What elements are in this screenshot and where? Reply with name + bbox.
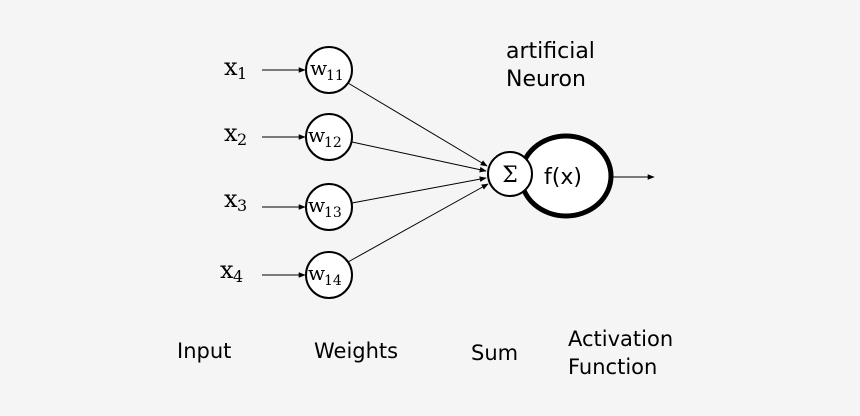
weight-w14-sub: 14 bbox=[324, 273, 342, 289]
weight-w12-sub: 12 bbox=[324, 135, 342, 151]
input-x2-sub: 2 bbox=[237, 130, 247, 149]
connection-w13-sum bbox=[351, 176, 487, 204]
weight-w11-base: w bbox=[310, 56, 327, 80]
sum-symbol: Σ bbox=[502, 163, 518, 188]
weight-node-w11: w 11 bbox=[305, 46, 353, 94]
weight-node-w13-circle bbox=[305, 183, 353, 231]
weight-node-w14-circle bbox=[305, 251, 353, 299]
label-activation-line-2: Function bbox=[568, 355, 657, 379]
sum-node bbox=[487, 151, 533, 197]
connection-w11-sum bbox=[347, 82, 488, 167]
weight-node-w12: w 12 bbox=[305, 113, 353, 161]
weight-w13-sub: 13 bbox=[324, 205, 342, 221]
input-x3-base: x bbox=[224, 185, 238, 213]
weight-w12-base: w bbox=[308, 123, 325, 147]
input-x4-base: x bbox=[220, 256, 234, 284]
input-x4: x 4 bbox=[220, 256, 243, 286]
activation-symbol: f(x) bbox=[544, 165, 582, 190]
label-weights: Weights bbox=[314, 339, 398, 363]
input-x2: x 2 bbox=[224, 119, 247, 149]
weight-w13-base: w bbox=[308, 193, 325, 217]
input-x1-base: x bbox=[224, 53, 238, 81]
title-line-2: Neuron bbox=[506, 67, 586, 92]
input-x3-sub: 3 bbox=[237, 196, 247, 215]
weight-node-w14: w 14 bbox=[305, 251, 353, 299]
input-x1-sub: 1 bbox=[237, 64, 247, 83]
input-x4-sub: 4 bbox=[233, 267, 243, 286]
input-x3: x 3 bbox=[224, 185, 247, 215]
weight-w14-base: w bbox=[308, 261, 325, 285]
weight-node-w12-circle bbox=[305, 113, 353, 161]
connection-w14-sum bbox=[347, 183, 489, 263]
title-line-1: artificial bbox=[506, 39, 595, 64]
input-x1: x 1 bbox=[224, 53, 247, 83]
label-activation-line-1: Activation bbox=[568, 327, 673, 351]
weight-w11-sub: 11 bbox=[326, 68, 344, 84]
weight-node-w11-circle bbox=[305, 46, 353, 94]
label-input: Input bbox=[177, 339, 231, 363]
weight-node-w13: w 13 bbox=[305, 183, 353, 231]
label-sum: Sum bbox=[471, 341, 518, 365]
input-x2-base: x bbox=[224, 119, 238, 147]
connection-w12-sum bbox=[351, 141, 487, 173]
